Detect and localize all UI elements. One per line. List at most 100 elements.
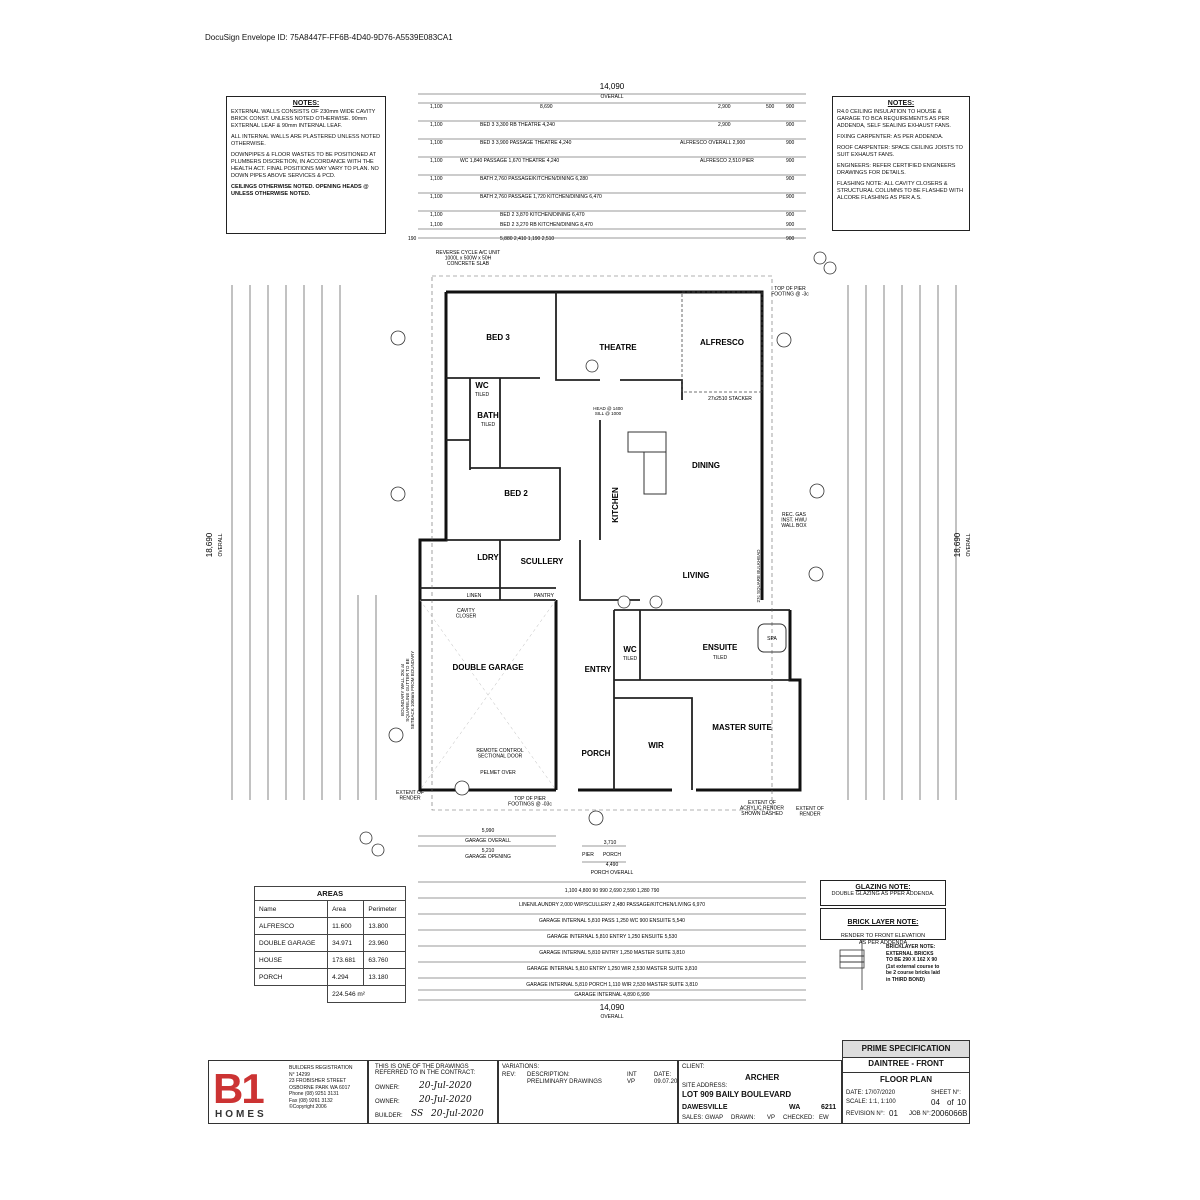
title-sheet-cell: PRIME SPECIFICATION DAINTREE - FRONT FLO…: [842, 1040, 970, 1124]
room-alfresco: ALFRESCO: [700, 338, 744, 347]
svg-text:1,100: 1,100: [430, 194, 443, 200]
internal-walls: [420, 292, 790, 790]
owner2-label: OWNER:: [375, 1099, 400, 1105]
glazing-text: DOUBLE GLAZING AS PPER ADDENDA.: [831, 891, 935, 897]
svg-text:BED 3 3,300 RB THEATRE 4,24: BED 3 3,300 RB THEATRE 4,240: [480, 122, 555, 128]
room-ldry: LDRY: [477, 553, 499, 562]
room-kitchen: KITCHEN: [611, 487, 620, 523]
kitchen-island: [627, 431, 667, 453]
brick-text: RENDER TO FRONT ELEVATION AS PER ADDENDA: [840, 933, 926, 946]
client-name: ARCHER: [745, 1073, 780, 1082]
contract-text: THIS IS ONE OF THE DRAWINGS REFERRED TO …: [375, 1064, 476, 1076]
notes-left-p2: ALL INTERNAL WALLS ARE PLASTERED UNLESS …: [231, 134, 381, 147]
svg-text:900: 900: [786, 104, 795, 110]
drawn-value: VP: [767, 1115, 776, 1121]
spa-outline: [757, 623, 787, 653]
suburb: DAWESVILLE: [682, 1104, 728, 1111]
checked-label: CHECKED:: [783, 1115, 815, 1121]
title-client-cell: CLIENT: ARCHER SITE ADDRESS: LOT 909 BAI…: [678, 1060, 842, 1124]
svg-text:900: 900: [786, 212, 795, 218]
porch-label: PORCH: [603, 852, 621, 858]
svg-text:BATH 2,760 PASSAGE 1,720 KIT: BATH 2,760 PASSAGE 1,720 KITCHEN/DINING …: [480, 194, 602, 200]
svg-text:BATH 2,760 PASSAGE/KITCHEN/DI: BATH 2,760 PASSAGE/KITCHEN/DINING 6,280: [480, 176, 588, 182]
svg-text:900: 900: [786, 194, 795, 200]
homes-logo: HOMES: [215, 1109, 267, 1120]
state: WA: [789, 1104, 801, 1111]
svg-text:1,100: 1,100: [430, 222, 443, 228]
svg-text:900: 900: [786, 176, 795, 182]
svg-text:900: 900: [786, 236, 795, 242]
b1-logo: B1: [213, 1065, 265, 1112]
glazing-note: GLAZING NOTE: DOUBLE GLAZING AS PPER ADD…: [820, 880, 946, 906]
sheet-title: FLOOR PLAN: [843, 1072, 969, 1084]
svg-text:WC 1,840 PASSAGE 1,670 THEAT: WC 1,840 PASSAGE 1,670 THEATRE 4,240: [460, 158, 559, 164]
date2-label: DATE:: [846, 1090, 864, 1096]
pier-label: PIER: [582, 852, 594, 858]
title-variations-cell: VARIATIONS: REV: DESCRIPTION: PRELIMINAR…: [498, 1060, 678, 1124]
notes-right-p2: FIXING CARPENTER: AS PER ADDENDA.: [837, 134, 944, 140]
bottom-row-3: GARAGE INTERNAL 5,810 ENTRY 1,250 ENSUIT…: [547, 934, 677, 940]
bottom-row-6: GARAGE INTERNAL 5,810 PORCH 1,110 WIR 2,…: [526, 982, 698, 988]
room-bed3: BED 3: [486, 333, 510, 342]
room-linen: LINEN: [467, 593, 482, 599]
svg-text:ALFRESCO OVERALL 2,900: ALFRESCO OVERALL 2,900: [680, 140, 745, 146]
svg-text:900: 900: [786, 122, 795, 128]
room-entry: ENTRY: [585, 665, 612, 674]
overall-left-value: 18,690: [205, 532, 214, 557]
svg-text:900: 900: [786, 158, 795, 164]
bottom-row-7: GARAGE INTERNAL 4,890 6,990: [574, 992, 649, 998]
title-logo-cell: B1 HOMES BUILDERS REGISTRATION N° 14299 …: [208, 1060, 368, 1124]
alfresco-outline: [681, 291, 763, 393]
room-wir: WIR: [648, 741, 664, 750]
revision-label: REVISION N°:: [846, 1111, 885, 1117]
job-value: 2006066B: [931, 1109, 968, 1118]
int-value: VP: [627, 1079, 636, 1085]
glazing-title: GLAZING NOTE:: [855, 884, 911, 891]
sheet-of: of: [947, 1098, 954, 1107]
svg-text:1,100: 1,100: [430, 140, 443, 146]
svg-text:BED 2 3,270 RB KITCHEN/DININ: BED 2 3,270 RB KITCHEN/DINING 8,470: [500, 222, 593, 228]
wc2-tiled: TILED: [623, 656, 638, 662]
bottom-row-0: 1,100 4,800 90 990 2,690 2,590 1,280 790: [565, 888, 660, 894]
notes-left-p4: CEILINGS OTHERWISE NOTED. OPENING HEADS …: [231, 184, 369, 197]
bottom-row-4: GARAGE INTERNAL 5,810 ENTRY 1,250 MASTER…: [539, 950, 685, 956]
notes-right-p5: FLASHING NOTE: ALL CAVITY CLOSERS & STRU…: [837, 181, 964, 201]
owner1-date: 20-Jul-2020: [419, 1081, 472, 1091]
date-label: DATE:: [654, 1072, 672, 1078]
svg-text:8,690: 8,690: [540, 104, 553, 110]
title-contract-cell: THIS IS ONE OF THE DRAWINGS REFERRED TO …: [368, 1060, 498, 1124]
bottom-row-5: GARAGE INTERNAL 5,810 ENTRY 1,250 WIR 2,…: [527, 966, 698, 972]
bottom-row-1: LINEN/LAUNDRY 2,000 WIP/SCULLERY 2,480 P…: [519, 902, 705, 908]
overall-right-label: OVERALL: [966, 533, 972, 556]
svg-text:2,900: 2,900: [718, 122, 731, 128]
envelope-id: DocuSign Envelope ID: 75A8447F-FF6B-4D40…: [205, 33, 453, 42]
prelim-label: PRELIMINARY DRAWINGS: [527, 1079, 602, 1085]
room-wc: WC: [475, 381, 489, 390]
notes-left-p1: EXTERNAL WALLS CONSISTS OF 230mm WIDE CA…: [231, 109, 376, 129]
svg-text:2,900: 2,900: [718, 104, 731, 110]
owner1-label: OWNER:: [375, 1085, 400, 1091]
room-bath: BATH: [477, 411, 499, 420]
svg-text:1,100: 1,100: [430, 104, 443, 110]
areas-total: 224.546 m²: [327, 985, 406, 1003]
job-label: JOB N°:: [909, 1111, 931, 1117]
garage-opening-label: GARAGE OPENING: [465, 854, 511, 860]
porch-dim1: 3,710: [604, 840, 617, 846]
bottom-row-2: GARAGE INTERNAL 5,810 PASS 1,250 WC 900 …: [539, 918, 685, 924]
notes-right-title: NOTES:: [887, 100, 915, 107]
overall-top-label: OVERALL: [600, 94, 623, 100]
boundary-label: BOUNDARY WALL 20c atSQUARELINE GUTTER TO…: [400, 651, 415, 729]
svg-text:900: 900: [786, 222, 795, 228]
